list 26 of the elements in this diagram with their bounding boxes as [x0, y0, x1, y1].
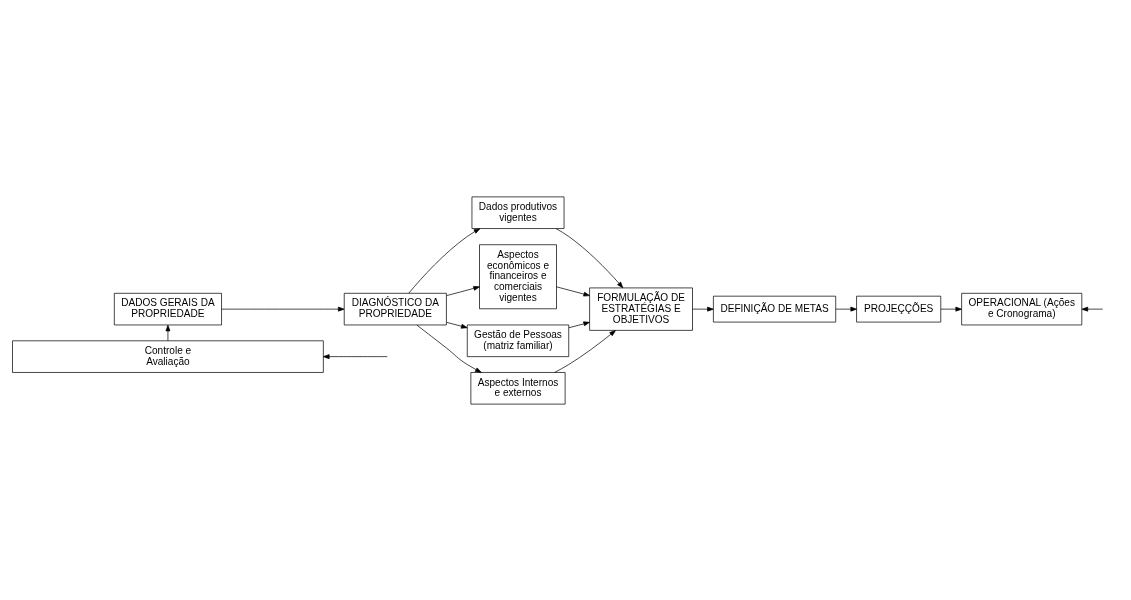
arrow	[408, 227, 481, 293]
arrow	[1081, 306, 1103, 311]
arrow	[416, 324, 482, 373]
node-box: DEFINIÇÃO DE METAS	[713, 295, 837, 322]
arrow	[221, 306, 345, 311]
node-box: PROJEÇÇÕES	[856, 295, 942, 322]
arrow	[165, 324, 171, 341]
arrow	[835, 306, 857, 311]
node-box: FORMULAÇÃO DE ESTRATÉGIAS E OBJETIVOS	[589, 287, 693, 331]
node-box: Dados produtivos vigentes	[471, 196, 565, 229]
node-box: DADOS GERAIS DA PROPRIEDADE	[113, 292, 222, 325]
arrow	[555, 227, 624, 288]
arrow	[446, 285, 480, 296]
arrow	[692, 306, 714, 311]
arrow	[446, 321, 468, 329]
arrow	[556, 285, 590, 296]
node-box: OPERACIONAL (Ações e Cronograma)	[961, 292, 1083, 325]
arrow	[940, 306, 962, 311]
node-box: Gestão de Pessoas (matriz familiar)	[466, 324, 570, 357]
arrow	[568, 321, 590, 328]
node-box: Aspectos econômicos e financeiros e comerciais vigentes	[479, 243, 557, 309]
node-box: Aspectos Internos e externos	[470, 371, 566, 404]
arrow	[554, 329, 616, 373]
node-box: DIAGNÓSTICO DA PROPRIEDADE	[343, 292, 447, 325]
arrow	[323, 353, 388, 359]
node-box: Controle e Avaliação	[12, 339, 324, 373]
